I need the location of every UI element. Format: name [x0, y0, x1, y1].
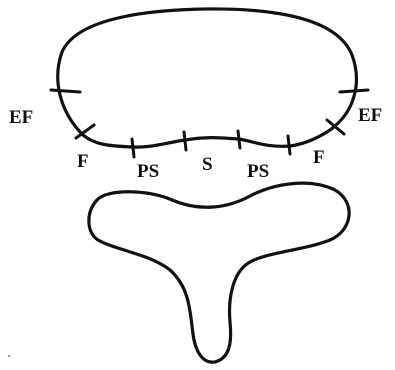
speck-mark [8, 355, 10, 357]
tick-ps-left [132, 139, 134, 157]
label-ps-right: PS [247, 161, 269, 182]
label-ef-left: EF [9, 107, 33, 128]
label-s-center: S [202, 154, 213, 175]
label-f-left: F [77, 151, 89, 172]
posterior-arch-outline [89, 183, 349, 362]
label-ps-left: PS [137, 161, 159, 182]
tick-s-right [238, 131, 240, 148]
tick-ef-right [340, 90, 368, 92]
label-f-right: F [313, 147, 325, 168]
label-ef-right: EF [358, 105, 382, 126]
tick-ef-left [51, 90, 80, 92]
vertebral-body-outline [58, 9, 357, 147]
tick-s-left [184, 132, 186, 150]
tick-ps-right [288, 136, 290, 154]
